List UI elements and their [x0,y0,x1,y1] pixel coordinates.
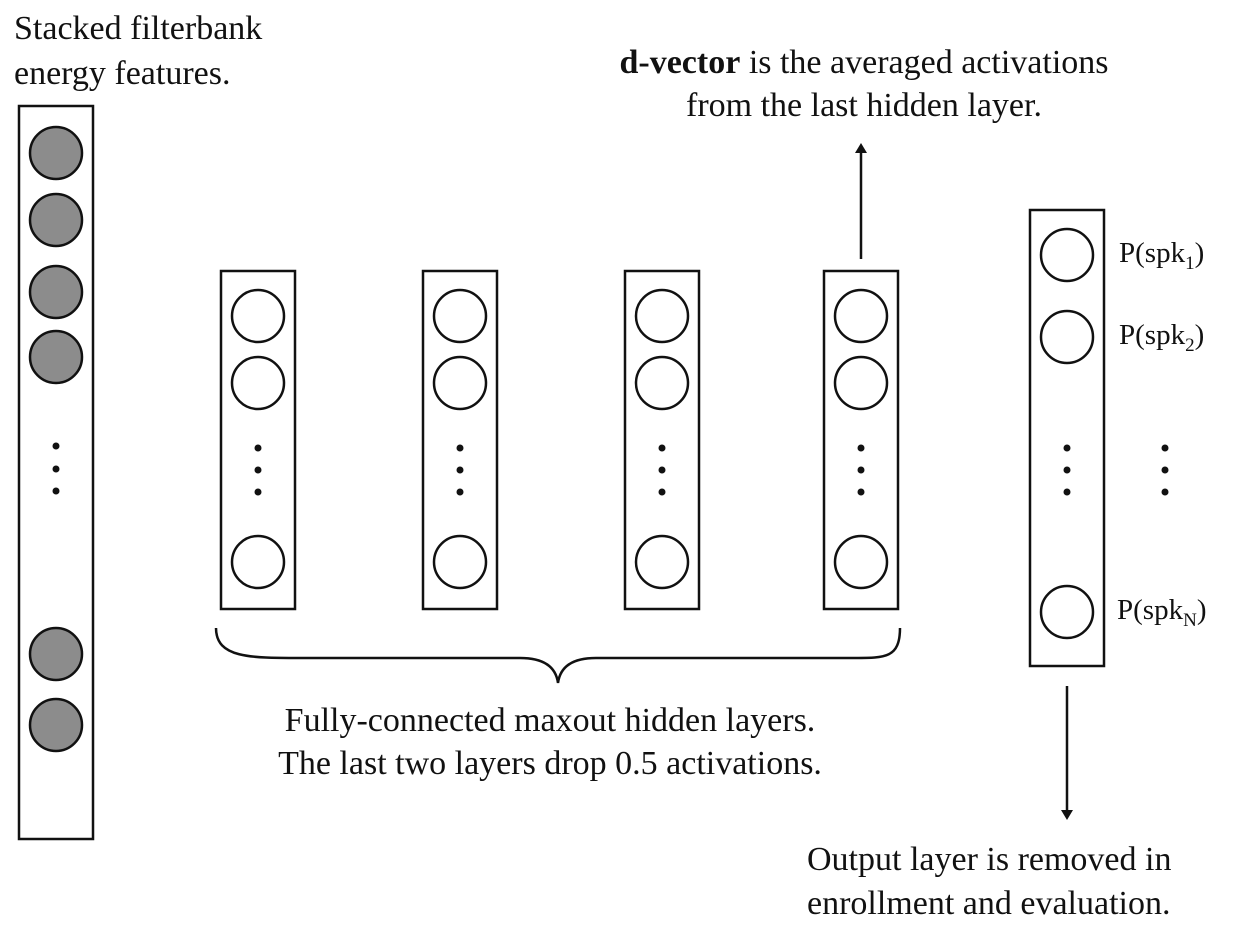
hidden-node [833,288,889,344]
output-node [1039,309,1095,365]
hidden-ellipsis [254,444,262,496]
input-node [28,125,84,181]
hidden-node [634,355,690,411]
input-node [28,264,84,320]
input-node [28,329,84,385]
hidden-ellipsis [658,444,666,496]
hidden-node [833,534,889,590]
output-labels-ellipsis [1161,444,1169,496]
input-node [28,192,84,248]
hidden-node [634,288,690,344]
input-layer [17,104,95,841]
output-label-spkN: P(spkN) [1117,594,1206,631]
hidden-ellipsis [456,444,464,496]
output-caption-line2: enrollment and evaluation. [807,885,1171,922]
output-label-spk1: P(spk1) [1119,237,1204,274]
hidden-node [634,534,690,590]
last-hidden-layer [822,269,900,611]
hidden-node [230,534,286,590]
input-node [28,697,84,753]
output-caption-line1: Output layer is removed in [807,841,1171,878]
dvector-caption-line2: from the last hidden layer. [686,87,1042,124]
input-caption-line1: Stacked filterbank [14,10,262,47]
output-node [1039,227,1095,283]
hidden-node [833,355,889,411]
input-ellipsis [52,442,60,495]
hidden-layers-brace [214,627,902,684]
hidden-caption-line2: The last two layers drop 0.5 activations… [278,745,822,782]
dvector-caption-line1: d-vector is the averaged activations [619,44,1108,81]
output-label-spk2: P(spk2) [1119,319,1204,356]
hidden-node [432,534,488,590]
hidden-layer [421,269,499,611]
hidden-node [230,288,286,344]
output-ellipsis [1063,444,1071,496]
output-layer [1028,208,1106,668]
hidden-ellipsis [857,444,865,496]
hidden-layer [219,269,297,611]
input-caption-line2: energy features. [14,55,230,92]
hidden-caption-line1: Fully-connected maxout hidden layers. [285,702,816,739]
hidden-layer [623,269,701,611]
output-node [1039,584,1095,640]
hidden-node [230,355,286,411]
hidden-node [432,355,488,411]
input-node [28,626,84,682]
hidden-node [432,288,488,344]
